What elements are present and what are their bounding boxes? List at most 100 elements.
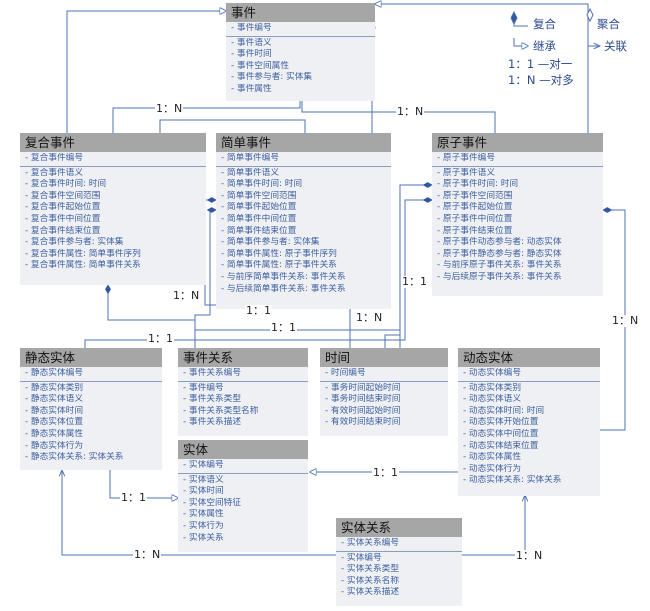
attr-field: 实体关系名称 — [341, 576, 462, 588]
entity-box-event[interactable]: 事件 事件编号 事件语义 事件时间 事件空间属性 事件参与者: 实体集 事件属性 — [226, 3, 375, 101]
attr-field: 动态实体开始位置 — [463, 417, 600, 429]
legend-aggregation: 聚合 — [597, 17, 620, 31]
entity-title: 复合事件 — [20, 133, 206, 152]
entity-title: 动态实体 — [458, 348, 600, 367]
attr-field: 复合事件空间范围 — [25, 191, 206, 203]
attr-field: 事件关系描述 — [183, 417, 308, 429]
cardinality-static-erel: 1：N — [133, 548, 162, 561]
attr-field: 简单事件起始位置 — [221, 202, 391, 214]
attr-field: 简单事件属性: 原子事件关系 — [221, 260, 391, 272]
attr-field: 复合事件属性: 简单事件序列 — [25, 249, 206, 261]
attr-field: 简单事件时间: 时间 — [221, 179, 391, 191]
attr-field: 有效时间起始时间 — [325, 406, 448, 418]
attr-field: 简单事件空间范围 — [221, 191, 391, 203]
erel-dynamic — [462, 495, 525, 556]
attr-field: 原子事件结束位置 — [437, 226, 603, 238]
key-field: 实体关系编号 — [341, 538, 462, 550]
entity-box-static-entity[interactable]: 静态实体 静态实体编号 静态实体类别 静态实体语义 静态实体时间 静态实体位置 … — [20, 348, 162, 470]
entity-box-time[interactable]: 时间 时间编号 事务时间起始时间 事务时间结束时间 有效时间起始时间 有效时间结… — [320, 348, 448, 436]
attr-field: 简单事件属性: 原子事件序列 — [221, 249, 391, 261]
key-field: 静态实体编号 — [25, 368, 162, 380]
key-field: 动态实体编号 — [463, 368, 600, 380]
entity-title: 时间 — [320, 348, 448, 367]
attr-field: 动态实体属性 — [463, 452, 600, 464]
attr-field: 实体关系 — [183, 533, 308, 545]
static-to-entity — [109, 470, 178, 498]
entity-title: 事件 — [226, 3, 375, 22]
legend-one-to-many: 1：N —对多 — [508, 73, 574, 87]
legend-association: 关联 — [604, 39, 627, 53]
attr-field: 复合事件结束位置 — [25, 226, 206, 238]
cardinality-complex-relation: 1：1 — [147, 332, 174, 345]
attr-field: 静态实体类别 — [25, 383, 162, 395]
attr-field: 动态实体关系: 实体关系 — [463, 475, 600, 487]
key-field: 时间编号 — [325, 368, 448, 380]
attr-field: 与前序原子事件关系: 事件关系 — [437, 260, 603, 272]
attr-field: 原子事件静态参与者: 静态实体 — [437, 249, 603, 261]
attr-field: 动态实体时间: 时间 — [463, 406, 600, 418]
attr-field: 动态实体类别 — [463, 383, 600, 395]
entity-title: 实体关系 — [336, 518, 462, 537]
attr-field: 静态实体时间 — [25, 406, 162, 418]
attr-field: 实体时间 — [183, 486, 308, 498]
attr-field: 事件关系类型 — [183, 394, 308, 406]
attr-field: 静态实体位置 — [25, 417, 162, 429]
attr-field: 复合事件中间位置 — [25, 214, 206, 226]
attr-field: 实体编号 — [341, 553, 462, 565]
legend-inheritance: 继承 — [533, 39, 556, 53]
key-field: 简单事件编号 — [221, 153, 391, 165]
attr-field: 实体行为 — [183, 521, 308, 533]
key-field: 复合事件编号 — [25, 153, 206, 165]
attr-field: 静态实体属性 — [25, 429, 162, 441]
attr-field: 复合事件起始位置 — [25, 202, 206, 214]
cardinality-atomic-time: 1：1 — [401, 275, 428, 288]
key-field: 实体编号 — [183, 460, 308, 472]
entity-title: 实体 — [178, 440, 308, 459]
atomic-static — [84, 197, 433, 348]
cardinality-static-entity: 1：1 — [120, 491, 147, 504]
attr-field: 与前序简单事件关系: 事件关系 — [221, 272, 391, 284]
attr-field: 复合事件时间: 时间 — [25, 179, 206, 191]
attr-field: 实体空间特征 — [183, 498, 308, 510]
attr-field: 复合事件参与者: 实体集 — [25, 237, 206, 249]
cardinality-dynamic-entity: 1：1 — [372, 466, 399, 479]
cardinality-simple-time: 1：N — [355, 311, 384, 324]
attr-field: 事件关系类型名称 — [183, 406, 308, 418]
entity-box-entity-relation[interactable]: 实体关系 实体关系编号 实体编号 实体关系类型 实体关系名称 实体关系描述 — [336, 518, 462, 606]
attr-field: 实体语义 — [183, 475, 308, 487]
key-field: 原子事件编号 — [437, 153, 603, 165]
entity-box-event-relation[interactable]: 事件关系 事件关系编号 事件编号 事件关系类型 事件关系类型名称 事件关系描述 — [178, 348, 308, 436]
attr-field: 事件编号 — [183, 383, 308, 395]
cardinality-complex-simple: 1：N — [172, 289, 201, 302]
attr-field: 静态实体语义 — [25, 394, 162, 406]
attr-field: 复合事件语义 — [25, 168, 206, 180]
attr-field: 动态实体中间位置 — [463, 429, 600, 441]
attr-field: 事务时间起始时间 — [325, 383, 448, 395]
attr-field: 原子事件动态参与者: 动态实体 — [437, 237, 603, 249]
attr-field: 简单事件语义 — [221, 168, 391, 180]
legend-symbols — [510, 7, 600, 46]
attr-field: 事件参与者: 实体集 — [231, 72, 375, 84]
entity-box-dynamic-entity[interactable]: 动态实体 动态实体编号 动态实体类别 动态实体语义 动态实体时间: 时间 动态实… — [458, 348, 600, 496]
cardinality-event-atomic: 1：N — [396, 105, 425, 118]
attr-field: 简单事件参与者: 实体集 — [221, 237, 391, 249]
entity-box-complex-event[interactable]: 复合事件 复合事件编号 复合事件语义 复合事件时间: 时间 复合事件空间范围 复… — [20, 133, 206, 285]
attr-field: 原子事件语义 — [437, 168, 603, 180]
comp-complex-simple — [160, 119, 306, 133]
legend-composition: 复合 — [533, 17, 556, 31]
entity-title: 事件关系 — [178, 348, 308, 367]
atomic-time — [384, 182, 433, 348]
attr-field: 动态实体行为 — [463, 464, 600, 476]
legend-one-to-one: 1：1 —对一 — [508, 57, 573, 71]
attr-field: 事务时间结束时间 — [325, 394, 448, 406]
cardinality-dynamic-erel: 1：N — [515, 549, 544, 562]
entity-box-atomic-event[interactable]: 原子事件 原子事件编号 原子事件语义 原子事件时间: 时间 原子事件空间范围 原… — [432, 133, 603, 296]
entity-box-simple-event[interactable]: 简单事件 简单事件编号 简单事件语义 简单事件时间: 时间 简单事件空间范围 简… — [216, 133, 391, 309]
attr-field: 实体关系类型 — [341, 564, 462, 576]
attr-field: 与后续简单事件关系: 事件关系 — [221, 284, 391, 296]
cardinality-complex-relation-2: 1：1 — [270, 321, 297, 334]
entity-box-entity[interactable]: 实体 实体编号 实体语义 实体时间 实体空间特征 实体属性 实体行为 实体关系 — [178, 440, 308, 552]
key-field: 事件关系编号 — [183, 368, 308, 380]
attr-field: 动态实体结束位置 — [463, 441, 600, 453]
cardinality-simple-relation: 1：1 — [245, 304, 272, 317]
